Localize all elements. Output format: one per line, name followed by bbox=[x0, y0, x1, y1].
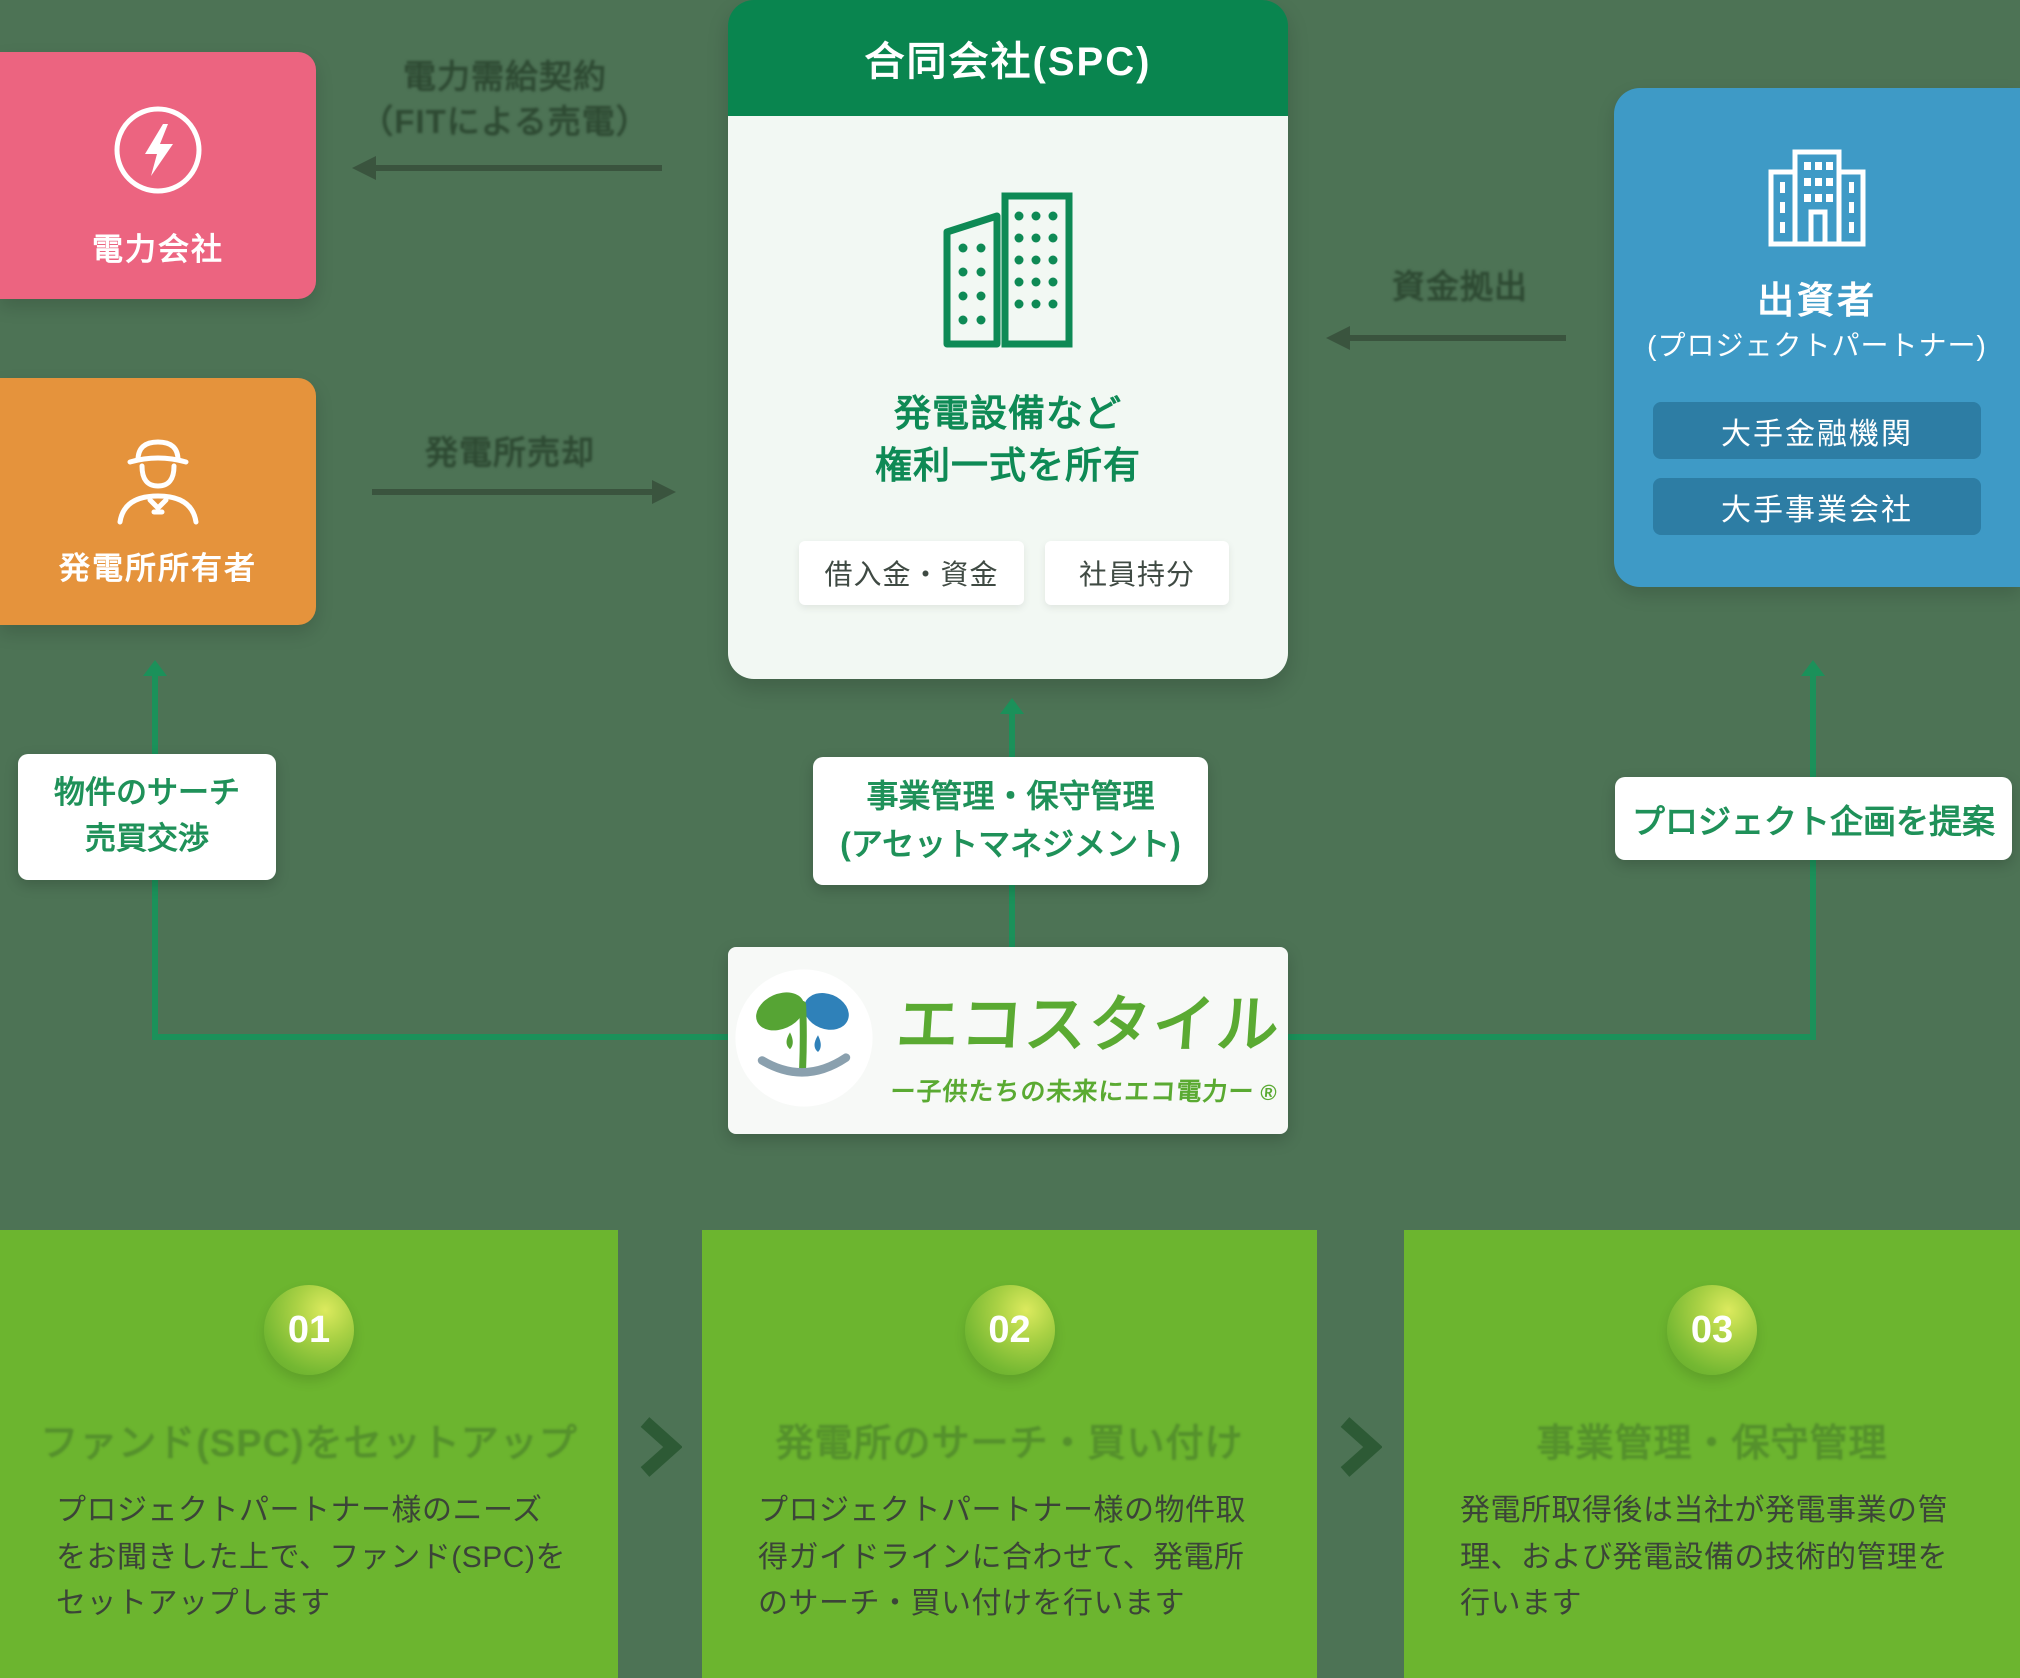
step-card-2: 02 発電所のサーチ・買い付け プロジェクトパートナー様の物件取得ガイドラインに… bbox=[702, 1230, 1317, 1678]
funding-label: 資金拠出 bbox=[1392, 268, 1528, 305]
plant-owner-card: 発電所所有者 bbox=[0, 378, 316, 625]
chevron-right-icon bbox=[1338, 1415, 1383, 1484]
logo-tagline: ー子供たちの未来にエコ電力ー® bbox=[890, 1072, 1280, 1108]
service-center-line2: (アセットマネジメント) bbox=[840, 826, 1181, 862]
center-connector-arrowhead bbox=[1000, 698, 1024, 714]
buildings-icon bbox=[933, 186, 1083, 359]
logo-name: エコスタイル bbox=[894, 990, 1284, 1060]
logo-tagline-text: ー子供たちの未来にエコ電力ー bbox=[889, 1077, 1256, 1106]
center-connector-vline-lower bbox=[1009, 884, 1015, 947]
investor-card: 出資者 (プロジェクトパートナー) 大手金融機関 大手事業会社 bbox=[1614, 88, 2020, 587]
step-1-number-badge: 01 bbox=[264, 1285, 354, 1375]
logo-text: エコスタイル ー子供たちの未来にエコ電力ー® bbox=[890, 974, 1287, 1108]
investor-sublabel: (プロジェクトパートナー) bbox=[1647, 330, 1987, 361]
step-card-1: 01 ファンド(SPC)をセットアップ プロジェクトパートナー様のニーズをお聞き… bbox=[0, 1230, 618, 1678]
office-building-icon bbox=[1759, 146, 1875, 255]
power-contract-line1: 電力需給契約 bbox=[403, 58, 607, 95]
funding-arrow-line bbox=[1348, 335, 1566, 341]
step-2-body: プロジェクトパートナー様の物件取得ガイドラインに合わせて、発電所のサーチ・買い付… bbox=[758, 1494, 1246, 1620]
service-label-center: 事業管理・保守管理 (アセットマネジメント) bbox=[813, 757, 1208, 885]
power-contract-arrowhead bbox=[352, 156, 376, 180]
step-1-title: ファンド(SPC)をセットアップ bbox=[40, 1423, 578, 1465]
plant-sale-arrowhead bbox=[652, 480, 676, 504]
ecostyle-logo-card: エコスタイル ー子供たちの未来にエコ電力ー® bbox=[728, 947, 1288, 1134]
power-contract-arrow-line bbox=[374, 165, 662, 171]
chevron-right-icon bbox=[638, 1415, 683, 1484]
funding-arrowhead bbox=[1326, 326, 1350, 350]
right-connector-arrowhead bbox=[1801, 660, 1825, 676]
step-3-title: 事業管理・保守管理 bbox=[1536, 1423, 1888, 1465]
power-company-card: 電力会社 bbox=[0, 52, 316, 299]
plant-owner-label: 発電所所有者 bbox=[59, 551, 257, 586]
spc-title: 合同会社(SPC) bbox=[728, 0, 1288, 116]
power-company-label: 電力会社 bbox=[92, 232, 224, 267]
eco-logo-mark bbox=[734, 968, 874, 1113]
power-contract-label: 電力需給契約 （FITによる売電） bbox=[340, 54, 670, 144]
lightning-icon bbox=[0, 104, 316, 196]
step-2-number-badge: 02 bbox=[964, 1285, 1055, 1375]
investor-member-company: 大手事業会社 bbox=[1653, 478, 1981, 535]
step-1-body: プロジェクトパートナー様のニーズをお聞きした上で、ファンド(SPC)をセットアッ… bbox=[56, 1494, 566, 1620]
plant-sale-arrow-line bbox=[372, 489, 652, 495]
spc-description-line1: 発電設備など bbox=[894, 393, 1122, 434]
left-connector-hline bbox=[152, 1034, 728, 1040]
registered-mark: ® bbox=[1259, 1079, 1279, 1105]
step-3-body: 発電所取得後は当社が発電事業の管理、および発電設備の技術的管理を行います bbox=[1460, 1494, 1948, 1620]
plant-sale-label: 発電所売却 bbox=[425, 434, 595, 471]
service-left-line2: 売買交渉 bbox=[85, 821, 209, 856]
investor-label: 出資者 bbox=[1757, 280, 1877, 321]
spc-card: 合同会社(SPC) bbox=[728, 0, 1288, 679]
spc-description: 発電設備など 権利一式を所有 bbox=[728, 388, 1288, 492]
spc-tag-equity: 社員持分 bbox=[1045, 541, 1229, 605]
service-center-line1: 事業管理・保守管理 bbox=[866, 778, 1155, 814]
step-card-3: 03 事業管理・保守管理 発電所取得後は当社が発電事業の管理、および発電設備の技… bbox=[1404, 1230, 2020, 1678]
center-connector-vline-upper bbox=[1009, 714, 1015, 760]
spc-tag-loan: 借入金・資金 bbox=[799, 541, 1024, 605]
investor-member-bank: 大手金融機関 bbox=[1653, 402, 1981, 459]
step-3-number-badge: 03 bbox=[1667, 1285, 1757, 1375]
left-connector-arrowhead bbox=[143, 660, 167, 676]
service-left-line1: 物件のサーチ bbox=[54, 775, 240, 810]
worker-icon bbox=[0, 430, 316, 526]
power-contract-line2: （FITによる売電） bbox=[360, 103, 650, 140]
service-label-right: プロジェクト企画を提案 bbox=[1615, 777, 2012, 860]
right-connector-hline bbox=[1288, 1034, 1816, 1040]
service-label-left: 物件のサーチ 売買交渉 bbox=[18, 754, 276, 880]
spc-body: 発電設備など 権利一式を所有 借入金・資金 社員持分 bbox=[728, 116, 1288, 679]
step-2-title: 発電所のサーチ・買い付け bbox=[775, 1423, 1244, 1465]
spc-description-line2: 権利一式を所有 bbox=[875, 445, 1141, 486]
